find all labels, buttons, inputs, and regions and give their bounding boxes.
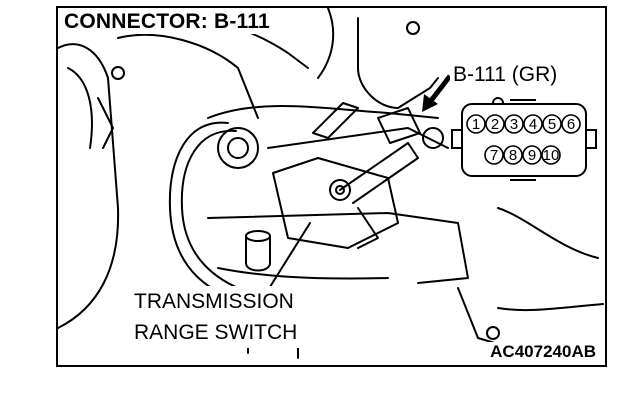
connector-pin-10 (541, 145, 561, 165)
connector-pin-1 (466, 114, 486, 134)
connector-pin-7 (484, 145, 504, 165)
connector-pin-4 (523, 114, 543, 134)
connector-pin-6 (561, 114, 581, 134)
connector-title: CONNECTOR: B-111 (62, 10, 274, 34)
connector-pin-label-3: 3 (510, 116, 518, 133)
connector-pointer-arrow (422, 74, 452, 112)
connector-pin-label-5: 5 (548, 116, 556, 133)
connector-id-label: B-111 (GR) (450, 63, 561, 87)
connector-pin-5 (542, 114, 562, 134)
component-label-line-1: TRANSMISSION (134, 290, 294, 313)
connector-pin-label-7: 7 (490, 147, 498, 164)
connector-pin-9 (522, 145, 542, 165)
component-callout: TRANSMISSION RANGE SWITCH (130, 286, 302, 348)
connector-pin-label-10: 10 (543, 147, 560, 164)
connector-pin-8 (503, 145, 523, 165)
figure-code: AC407240AB (487, 342, 599, 362)
connector-pin-label-8: 8 (509, 147, 517, 164)
connector-face-diagram (451, 99, 597, 181)
component-label-line-2: RANGE SWITCH (134, 321, 298, 344)
connector-pin-label-1: 1 (472, 116, 480, 133)
connector-pin-label-2: 2 (491, 116, 499, 133)
connector-pin-2 (485, 114, 505, 134)
connector-pin-3 (504, 114, 524, 134)
connector-pin-label-4: 4 (529, 116, 537, 133)
connector-pin-label-9: 9 (528, 147, 536, 164)
connector-pin-label-6: 6 (567, 116, 575, 133)
